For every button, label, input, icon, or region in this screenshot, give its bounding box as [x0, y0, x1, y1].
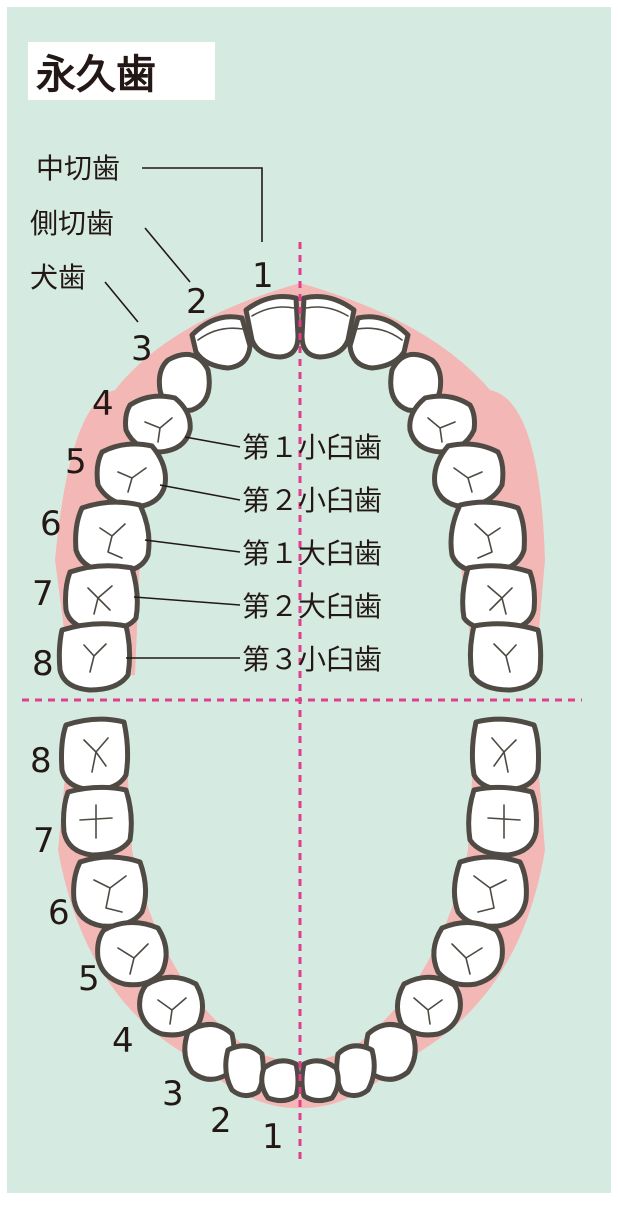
lower-right-first-molar-groove: [93, 875, 127, 913]
title-box: [28, 42, 215, 100]
upper-number-7: 7: [32, 574, 54, 614]
lower-left-lateral-incisor: [334, 1043, 377, 1098]
lower-right-second-molar: [61, 784, 134, 858]
upper-left-second-premolar: [432, 441, 506, 510]
lower-left-first-premolar: [395, 974, 463, 1038]
leader-second-premolar: [159, 484, 241, 501]
lower-right-central-incisor: [259, 1058, 301, 1104]
leader-lines: [104, 167, 263, 659]
upper-left-central-incisor-groove: [305, 306, 349, 317]
lower-number-1: 1: [262, 1117, 284, 1157]
title: 永久歯: [36, 52, 156, 98]
leader-first-molar: [144, 539, 241, 553]
upper-right-lateral-incisor-groove: [197, 327, 244, 341]
lower-right-third-molar-groove: [83, 737, 109, 773]
label-third-molar: 第３小臼歯: [242, 643, 382, 676]
lower-left-second-molar: [466, 784, 539, 858]
lower-left-second-molar-groove: [487, 804, 521, 839]
lower-right-first-premolar: [137, 974, 205, 1038]
upper-right-second-molar: [63, 563, 140, 634]
upper-right-first-molar-groove: [99, 523, 126, 559]
lower-right-third-molar: [59, 716, 131, 793]
upper-number-1: 1: [252, 256, 274, 296]
lower-right-lateral-incisor: [223, 1043, 266, 1098]
upper-left-central-incisor: [299, 294, 357, 360]
label-lateral-incisor: 側切歯: [30, 207, 114, 240]
label-central-incisor: 中切歯: [36, 152, 120, 185]
upper-right-lateral-incisor: [189, 314, 253, 371]
leader-central-incisor: [142, 167, 263, 242]
label-first-premolar: 第１小臼歯: [242, 431, 382, 464]
upper-left-first-premolar-groove: [427, 417, 456, 443]
lower-left-second-premolar-groove: [451, 943, 483, 975]
upper-left-second-premolar-groove: [453, 467, 483, 493]
upper-right-first-premolar: [123, 393, 193, 455]
upper-left-first-molar-groove: [474, 523, 501, 559]
lower-left-third-molar-groove: [491, 737, 517, 773]
lower-left-teeth: [299, 716, 541, 1104]
lower-number-2: 2: [210, 1101, 232, 1141]
label-first-molar: 第１大臼歯: [242, 537, 382, 570]
lower-left-third-molar: [469, 716, 541, 793]
lower-left-first-molar-groove: [473, 875, 507, 913]
upper-left-lateral-incisor: [347, 314, 411, 371]
upper-number-3: 3: [131, 329, 153, 369]
leader-canine: [104, 281, 139, 323]
lower-left-central-incisor: [299, 1058, 341, 1104]
lower-right-first-premolar-groove: [157, 997, 187, 1025]
label-second-molar: 第２大臼歯: [242, 590, 382, 623]
upper-number-4: 4: [92, 384, 114, 424]
upper-right-teeth: [56, 294, 301, 693]
upper-right-second-premolar: [94, 441, 168, 510]
label-second-premolar: 第２小臼歯: [242, 484, 382, 517]
upper-number-5: 5: [65, 442, 87, 482]
lower-left-first-premolar-groove: [413, 997, 443, 1025]
leader-second-molar: [133, 596, 241, 606]
upper-left-second-molar: [460, 563, 537, 634]
lower-right-second-premolar-groove: [117, 943, 149, 975]
lower-number-4: 4: [112, 1021, 134, 1061]
lower-number-8: 8: [30, 741, 52, 781]
upper-number-6: 6: [40, 504, 62, 544]
lower-right-teeth: [59, 716, 301, 1104]
upper-number-8: 8: [32, 644, 54, 684]
upper-right-second-molar-groove: [87, 585, 113, 615]
upper-left-third-molar-groove: [493, 643, 517, 673]
leader-lateral-incisor: [144, 227, 191, 283]
upper-number-2: 2: [186, 282, 208, 322]
upper-right-second-premolar-groove: [117, 467, 147, 493]
lower-number-3: 3: [162, 1074, 184, 1114]
lower-right-second-molar-groove: [79, 804, 113, 839]
upper-left-teeth: [299, 294, 544, 693]
lower-number-6: 6: [48, 893, 70, 933]
upper-left-first-premolar: [407, 393, 477, 455]
upper-right-first-premolar-groove: [144, 417, 173, 443]
upper-right-third-molar-groove: [83, 643, 107, 673]
upper-right-central-incisor: [243, 294, 301, 360]
label-canine: 犬歯: [30, 261, 86, 294]
lower-left-second-premolar: [431, 920, 505, 988]
upper-left-lateral-incisor-groove: [356, 327, 403, 341]
lower-number-7: 7: [33, 821, 55, 861]
lower-right-second-premolar: [95, 920, 169, 988]
lower-number-5: 5: [78, 959, 100, 999]
upper-right-central-incisor-groove: [251, 306, 295, 317]
upper-left-second-molar-groove: [487, 585, 513, 615]
leader-first-premolar: [184, 436, 241, 448]
